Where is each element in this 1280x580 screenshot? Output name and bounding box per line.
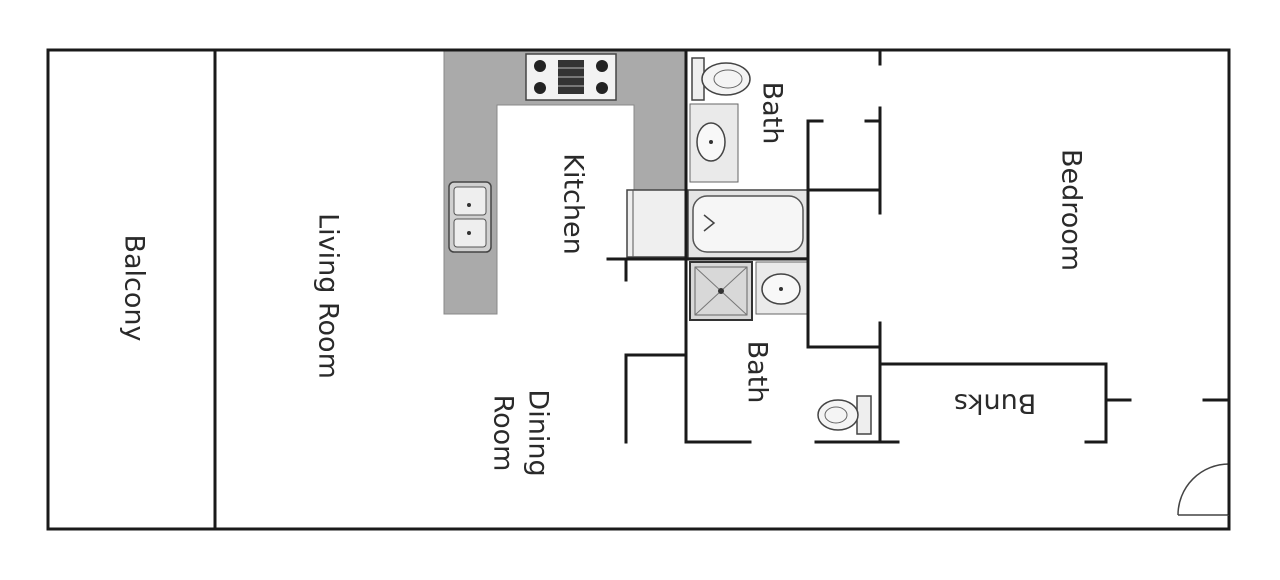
bunks-label: Bunks bbox=[954, 388, 1036, 419]
toilet-lower-icon bbox=[817, 395, 872, 435]
bathtub-icon bbox=[687, 189, 809, 259]
bedroom-label: Bedroom bbox=[1056, 149, 1087, 271]
toilet-upper-icon bbox=[691, 57, 751, 101]
dishwasher-icon bbox=[626, 189, 688, 258]
walls bbox=[46, 48, 1231, 531]
bath-lower-label: Bath bbox=[742, 341, 773, 404]
dining-room-label-line1: Dining bbox=[523, 389, 554, 476]
living-room-label: Living Room bbox=[313, 213, 344, 379]
bath-sink-lower-icon bbox=[755, 261, 809, 315]
shower-icon bbox=[689, 261, 753, 321]
balcony-label: Balcony bbox=[119, 234, 150, 341]
kitchen-label: Kitchen bbox=[558, 153, 589, 254]
bath-upper-label: Bath bbox=[757, 82, 788, 145]
stove-icon bbox=[525, 53, 617, 101]
bath-sink-upper-icon bbox=[689, 103, 739, 183]
kitchen-sink-icon bbox=[448, 181, 492, 253]
entry-door-icon bbox=[1177, 455, 1233, 516]
dining-room-label-line2: Room bbox=[488, 395, 519, 472]
